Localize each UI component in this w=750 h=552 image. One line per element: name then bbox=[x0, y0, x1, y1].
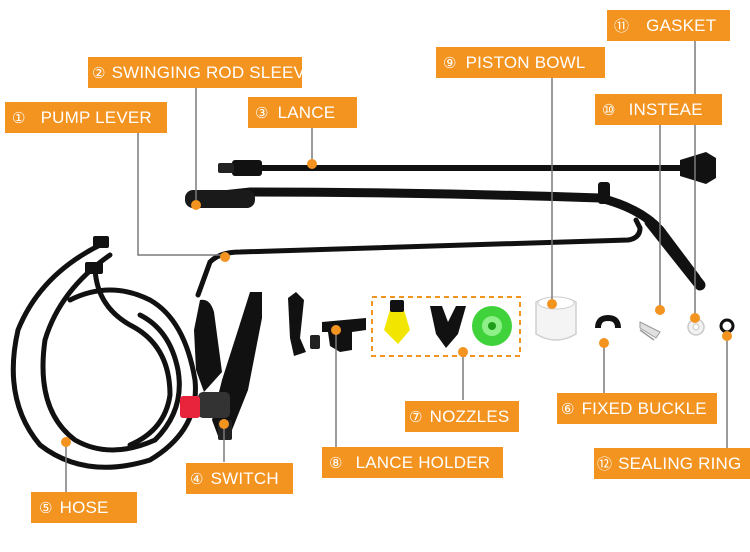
sealing-ring-icon bbox=[719, 318, 735, 334]
lance-number: ③ bbox=[255, 105, 269, 122]
sealing-ring-number: ⑫ bbox=[597, 456, 613, 473]
label-piston-bowl: ⑨ PISTON BOWL bbox=[436, 47, 605, 78]
nozzles-number: ⑦ bbox=[409, 409, 423, 426]
gasket-label: GASKET bbox=[646, 16, 717, 35]
nozzles-label: NOZZLES bbox=[429, 407, 510, 426]
callout-dots bbox=[61, 159, 732, 447]
fixed-buckle-number: ⑥ bbox=[561, 401, 575, 418]
swinging-rod-icon bbox=[185, 182, 706, 291]
label-sealing-ring: ⑫ SEALING RING bbox=[594, 448, 750, 479]
leader-lines bbox=[65, 40, 728, 492]
switch-number: ④ bbox=[190, 471, 204, 488]
label-lance-holder: ⑧ LANCE HOLDER bbox=[322, 447, 503, 478]
piston-bowl-label: PISTON BOWL bbox=[465, 53, 586, 72]
pump-lever-icon bbox=[195, 217, 643, 298]
label-fixed-buckle: ⑥ FIXED BUCKLE bbox=[557, 393, 717, 424]
gasket-icon bbox=[687, 318, 705, 336]
hose-label: HOSE bbox=[59, 498, 109, 517]
fixed-buckle-label: FIXED BUCKLE bbox=[581, 399, 707, 418]
switch-icon bbox=[180, 292, 262, 440]
label-pump-lever: ① PUMP LEVER bbox=[5, 102, 167, 133]
lance-label: LANCE bbox=[277, 103, 336, 122]
sealing-ring-label: SEALING RING bbox=[618, 454, 742, 473]
hose-icon bbox=[10, 236, 198, 470]
insteae-label: INSTEAE bbox=[628, 100, 703, 119]
fixed-buckle-icon bbox=[595, 314, 621, 329]
label-gasket: ⑪ GASKET bbox=[607, 10, 730, 41]
label-swinging-rod-sleeve: ② SWINGING ROD SLEEVE bbox=[88, 57, 316, 88]
swinging-rod-sleeve-number: ② bbox=[92, 65, 106, 82]
label-insteae: ⑩ INSTEAE bbox=[595, 94, 722, 125]
swinging-rod-sleeve-label: SWINGING ROD SLEEVE bbox=[111, 63, 317, 82]
gasket-number: ⑪ bbox=[614, 18, 630, 35]
switch-label: SWITCH bbox=[210, 469, 279, 488]
pump-lever-label: PUMP LEVER bbox=[40, 108, 152, 127]
lance-icon bbox=[218, 152, 716, 184]
label-switch: ④ SWITCH bbox=[186, 463, 293, 494]
insteae-number: ⑩ bbox=[602, 102, 616, 119]
nozzles-icon bbox=[371, 296, 521, 357]
insteae-icon bbox=[639, 321, 661, 341]
pump-lever-number: ① bbox=[12, 110, 26, 127]
label-lance: ③ LANCE bbox=[248, 97, 357, 128]
label-hose: ⑤ HOSE bbox=[31, 492, 137, 523]
piston-bowl-number: ⑨ bbox=[443, 55, 457, 72]
lance-holder-number: ⑧ bbox=[329, 455, 343, 472]
hose-number: ⑤ bbox=[39, 500, 53, 517]
lance-holder-label: LANCE HOLDER bbox=[355, 453, 491, 472]
lance-holder-icon bbox=[288, 292, 366, 356]
label-nozzles: ⑦ NOZZLES bbox=[405, 401, 519, 432]
